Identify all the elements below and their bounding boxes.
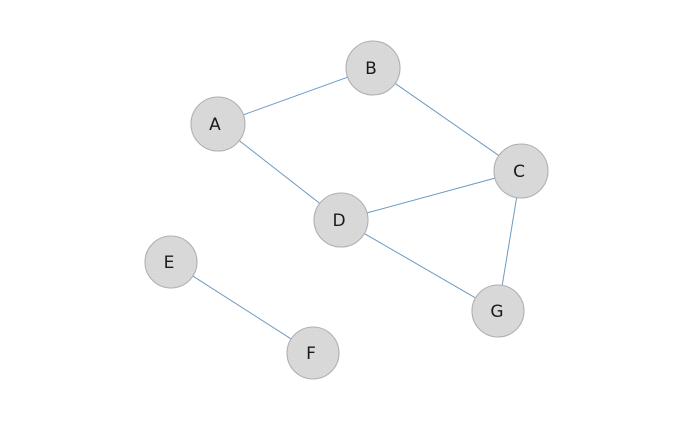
node-label-c: C [513, 162, 525, 182]
graph-node-d[interactable]: D [313, 192, 369, 248]
graph-edge-b-c [394, 82, 500, 157]
graph-node-g[interactable]: G [471, 284, 525, 338]
graph-edge-a-d [238, 140, 321, 204]
node-label-a: A [209, 115, 221, 135]
graph-edge-d-g [363, 233, 477, 299]
node-circle-a[interactable] [190, 96, 246, 152]
graph-edge-d-c [366, 177, 496, 214]
node-circle-d[interactable] [313, 192, 369, 248]
node-circle-b[interactable] [345, 40, 401, 96]
node-circle-f[interactable] [286, 326, 340, 380]
node-label-e: E [164, 253, 175, 273]
node-layer: A B C D E F G [144, 40, 549, 380]
node-circle-c[interactable] [493, 143, 549, 199]
node-label-b: B [365, 59, 377, 79]
graph-node-e[interactable]: E [144, 235, 198, 289]
graph-edge-c-g [501, 197, 518, 286]
graph-node-c[interactable]: C [493, 143, 549, 199]
graph-edge-a-b [242, 76, 349, 116]
graph-node-a[interactable]: A [190, 96, 246, 152]
edge-layer [192, 76, 518, 340]
node-circle-g[interactable] [471, 284, 525, 338]
node-circle-e[interactable] [144, 235, 198, 289]
graph-node-b[interactable]: B [345, 40, 401, 96]
graph-edge-e-f [192, 275, 292, 340]
node-label-d: D [332, 211, 345, 231]
node-label-f: F [306, 344, 316, 364]
graph-node-f[interactable]: F [286, 326, 340, 380]
node-label-g: G [490, 302, 503, 322]
